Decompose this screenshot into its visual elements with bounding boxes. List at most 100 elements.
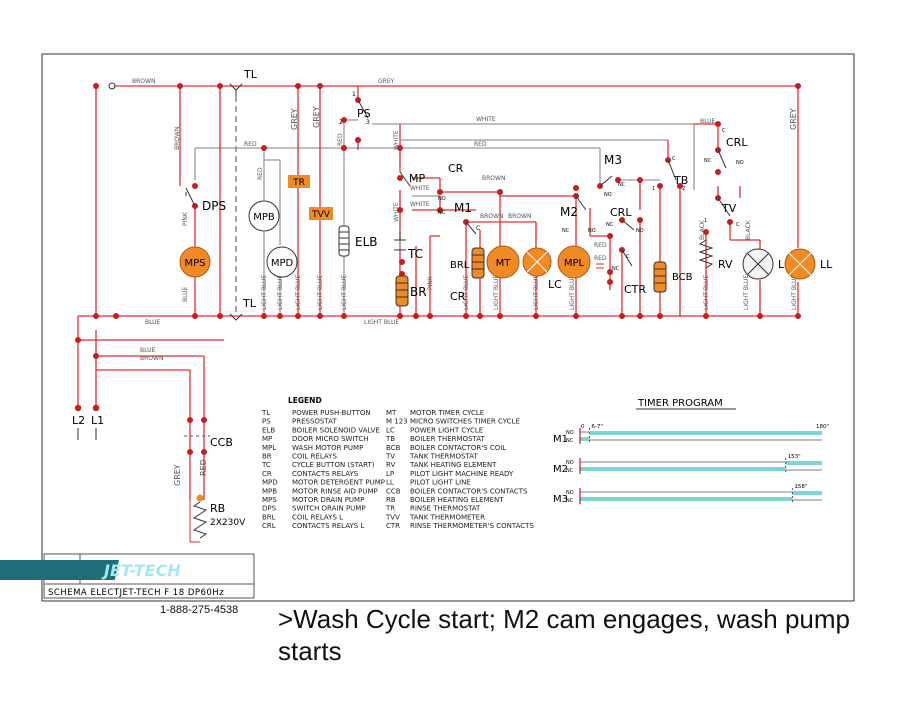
crl-mid-nc: NC [606,222,614,228]
brand-logo: JET-TECH [0,560,181,580]
wire-label-lb-6: LIGHT BLUE [463,275,470,310]
label-cr-top: CR [448,162,464,175]
wire-label-lb-2: LIGHT BLUE [277,275,284,310]
ps-pin-2: 2 [339,119,343,126]
timer-nc: NC [566,468,574,474]
ctr-nc: NC [612,266,620,272]
legend-code: TR [385,505,395,513]
tb-1: 1 [652,186,655,192]
bcb-coil [653,261,667,293]
legend-desc: BOILER THERMOSTAT [410,435,485,443]
ctr-switch [621,249,633,267]
timer-segment [580,497,793,501]
timer-segment [580,437,590,441]
legend-desc: MOTOR DETERGENT PUMP [292,479,385,487]
tb-2: 2 [682,186,685,192]
capacitor [596,263,604,269]
legend-code: MPL [262,444,276,452]
tr-box [288,175,310,188]
wire-label-red-rb: RED [199,459,208,476]
crl-no: NO [736,160,744,166]
cr-contact-c: C [476,225,480,232]
wire-label-lb-5: LIGHT BLUE [341,275,348,310]
label-mpl: MPL [564,258,585,269]
m2-nc: NC [562,228,570,234]
wire-label-grey-v1: GREY [290,108,299,130]
m3-no: NO [604,192,612,198]
mpd-motor [266,246,298,278]
timer-row-label: M2 [553,464,568,475]
sheet-border [41,53,855,602]
label-ctr: CTR [624,283,646,296]
ps-switch [357,99,369,119]
tv-switch [717,197,731,217]
legend-code: MT [386,409,397,417]
mt-motor [486,245,520,279]
slide-caption: >Wash Cycle start; M2 cam engages, wash … [278,604,850,666]
wire-label-white-v2: WHITE [393,202,400,222]
wire-label-white-v: WHITE [393,130,400,150]
legend-desc: COIL RELAYS L [292,513,343,521]
wire-label-red-2: RED [244,141,257,148]
lp-lamp [742,248,774,280]
legend-desc: BOILER HEATING ELEMENT [410,496,504,504]
label-tc: TC [407,247,423,261]
wire-label-black-2: BLACK [745,219,752,240]
legend-code: CR [262,470,272,478]
wire-label-white: WHITE [476,116,496,123]
wire-label-grey-rb: GREY [173,464,182,486]
label-mpb: MPB [253,212,275,223]
wire-label-grey: GREY [378,78,395,85]
timer-segment [580,467,786,471]
timer-row-label: M1 [553,434,568,445]
legend-code: TC [261,461,271,469]
legend-desc: COIL RELAYS [292,453,337,461]
wire-label-brown-3: BROWN [482,175,505,182]
wire-label-lb-1: LIGHT BLUE [261,275,268,310]
wire-label-brown-2: BROWN [140,355,163,362]
crl-c: C [722,128,726,134]
legend-code: LC [386,426,395,434]
wire-label-lb-8: LIGHT BLUE [533,275,540,310]
timer-no: NO [566,460,574,466]
legend-code: TVV [385,513,400,521]
legend-desc: DOOR MICRO SWITCH [292,435,369,443]
wire-label-black-1: BLACK [699,219,706,240]
tl-switch [229,83,243,321]
timer-nc: NC [566,438,574,444]
wire-label-pink-2: PINK [427,275,434,290]
wire-label-lb-3: LIGHT BLUE [295,275,302,310]
crl-mid-no: NO [636,228,644,234]
mp-switch [399,171,411,187]
legend-code: MPD [262,479,278,487]
label-bcb: BCB [672,272,693,283]
label-elb: ELB [355,235,378,249]
label-mpd: MPD [271,258,294,269]
legend-desc: MOTOR TIMER CYCLE [410,409,484,417]
legend-desc: POWER PUSH-BUTTON [292,409,371,417]
legend-title: LEGEND [288,396,322,405]
m2-no: NO [588,228,596,234]
wire-label-red-3: RED [594,242,607,249]
legend-code: LL [386,479,394,487]
label-tb: TB [673,174,688,187]
label-br: BR [410,285,427,299]
legend-code: MP [262,435,272,443]
label-brl: BRL [450,260,470,271]
legend-code: CTR [386,522,400,530]
legend-desc: SWITCH DRAIN PUMP [292,505,366,513]
elb-coil [338,225,350,257]
wire-label-brown: BROWN [132,78,155,85]
tv-1: 1 [704,218,707,224]
legend-code: DPS [262,505,277,513]
legend-code: MPS [262,496,277,504]
legend-code: CRL [262,522,276,530]
wire-labels: BROWN GREY WHITE RED RED BLUE LIGHT BLUE… [132,78,798,486]
wire-label-lb-4: LIGHT BLUE [317,275,324,310]
m3-nc: NC [618,182,626,188]
timer-title: TIMER PROGRAM [637,398,723,409]
